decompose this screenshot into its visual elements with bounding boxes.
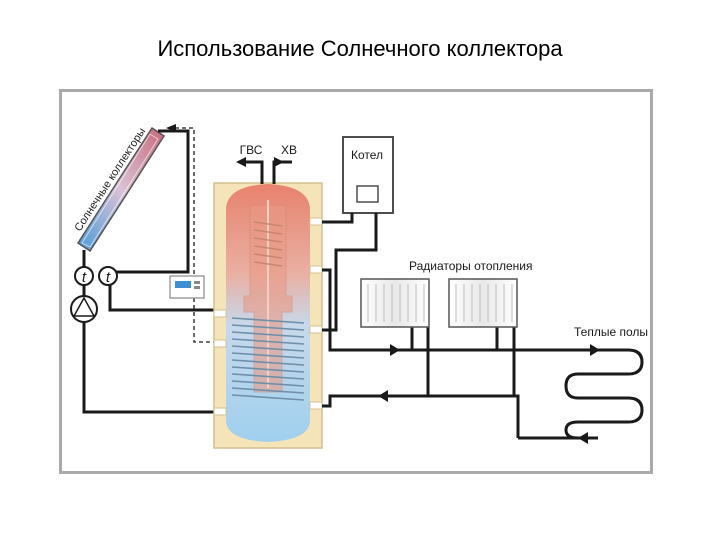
collector-inlet-arrow (166, 124, 176, 132)
cold-water-arrow (274, 157, 284, 167)
hot-water-label: ГВС (240, 143, 263, 157)
circulation-pump-icon (70, 295, 98, 323)
thermometer-right-symbol: t (106, 269, 111, 286)
page-title: Использование Солнечного коллектора (157, 36, 563, 61)
underfloor-heating-coil (564, 348, 644, 440)
thermometer-left-symbol: t (82, 269, 87, 286)
boiler-label: Котел (351, 148, 383, 162)
solar-collector (76, 126, 166, 253)
control-signal-line (168, 127, 216, 343)
heating-pipes (322, 213, 598, 440)
flow-arrows (378, 344, 600, 444)
storage-tank (213, 182, 323, 449)
upper-heat-exchanger-coil (253, 221, 283, 267)
thermometer-left (74, 266, 94, 286)
boiler-unit (342, 136, 394, 214)
cold-water-label: ХВ (281, 143, 297, 157)
radiator-right (448, 278, 518, 328)
hot-water-arrow (236, 157, 246, 167)
radiator-left (360, 278, 430, 328)
dhw-pipes (244, 160, 292, 184)
lower-heat-exchanger-coil (231, 317, 305, 401)
solar-controller-box (169, 275, 205, 299)
tank-nozzles (213, 217, 323, 416)
floor-heating-label: Теплые полы (574, 325, 648, 339)
thermometer-right (98, 266, 118, 286)
radiators-label: Радиаторы отопления (409, 259, 533, 273)
